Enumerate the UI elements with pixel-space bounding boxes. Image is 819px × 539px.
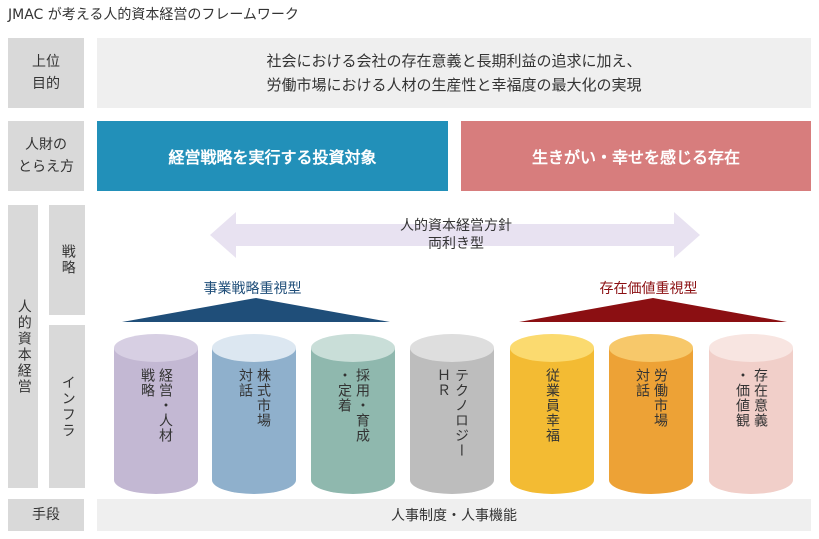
pillar-label: 採用・育成 ・定着 [336, 368, 370, 443]
pillar-purpose-values: 存在意義 ・価値観 [709, 334, 793, 494]
pillar-label: 存在意義 ・価値観 [734, 368, 768, 428]
pillar-label: 株式市場 対話 [237, 368, 271, 428]
pillar-top [212, 334, 296, 362]
pillar-body [410, 348, 494, 494]
double-arrow [210, 212, 700, 258]
meaningful-existence-box: 生きがい・幸せを感じる存在 [461, 121, 811, 191]
page-title: JMAC が考える人的資本経営のフレームワーク [8, 7, 299, 23]
pillar-top [114, 334, 198, 362]
existence-value-triangle [519, 298, 787, 322]
means-label: 手段 [8, 499, 84, 531]
purpose-line-1: 社会における会社の存在意義と長期利益の追求に加え、 [266, 52, 642, 70]
pillar-employee-wellbeing: 従業員幸福 [510, 334, 594, 494]
pillar-top [709, 334, 793, 362]
pillar-body [114, 348, 198, 494]
pillar-label: 労働市場 対話 [634, 368, 668, 428]
pillar-management-hr-strategy: 経営・人材 戦略 [114, 334, 198, 494]
policy-line-2: 両利き型 [428, 236, 484, 252]
existence-value-type-label: 存在価値重視型 [599, 281, 698, 297]
means-box: 人事制度・人事機能 [97, 499, 811, 531]
pillar-label: 経営・人材 戦略 [139, 368, 173, 443]
pillar-body [212, 348, 296, 494]
pillar-body [311, 348, 395, 494]
pillar-top [609, 334, 693, 362]
business-strategy-type-label: 事業戦略重視型 [203, 281, 302, 297]
pillar-stock-market-dialogue: 株式市場 対話 [212, 334, 296, 494]
practice-label: 人的資本経営 [8, 205, 38, 488]
pillar-top [311, 334, 395, 362]
policy-text: 人的資本経営方針 両利き型 [356, 217, 556, 253]
pillar-top [510, 334, 594, 362]
view-label: 人財の とらえ方 [8, 121, 84, 191]
pillar-body [609, 348, 693, 494]
infra-label: インフラ [49, 325, 85, 488]
business-strategy-triangle [122, 298, 390, 322]
policy-line-1: 人的資本経営方針 [400, 218, 512, 234]
pillar-hr-technology: テクノロジー ＨＲ [410, 334, 494, 494]
pillar-body [709, 348, 793, 494]
purpose-line-2: 労働市場における人材の生産性と幸福度の最大化の実現 [266, 76, 642, 94]
strategy-label: 戦略 [49, 205, 85, 315]
pillar-label: 従業員幸福 [544, 368, 560, 443]
purpose-box: 社会における会社の存在意義と長期利益の追求に加え、 労働市場における人材の生産性… [97, 38, 811, 108]
purpose-label: 上位 目的 [8, 38, 84, 108]
pillar-recruit-develop-retain: 採用・育成 ・定着 [311, 334, 395, 494]
pillar-top [410, 334, 494, 362]
pillar-labor-market-dialogue: 労働市場 対話 [609, 334, 693, 494]
pillar-body [510, 348, 594, 494]
investment-target-box: 経営戦略を実行する投資対象 [97, 121, 448, 191]
pillar-label: テクノロジー ＨＲ [435, 368, 469, 458]
